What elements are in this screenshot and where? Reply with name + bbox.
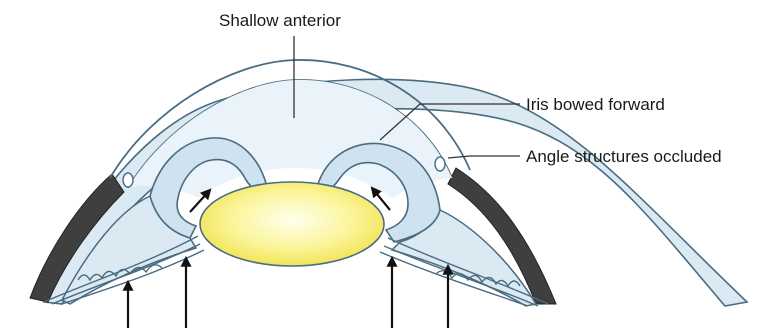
label-angle-structures-occluded: Angle structures occluded: [526, 148, 722, 165]
label-shallow-anterior: Shallow anterior: [219, 12, 341, 29]
lens: [200, 182, 384, 266]
canal-left-icon: [123, 173, 133, 187]
label-iris-bowed-forward: Iris bowed forward: [526, 96, 665, 113]
leader-angle-structures: [448, 156, 520, 158]
canal-right-icon: [435, 157, 445, 171]
